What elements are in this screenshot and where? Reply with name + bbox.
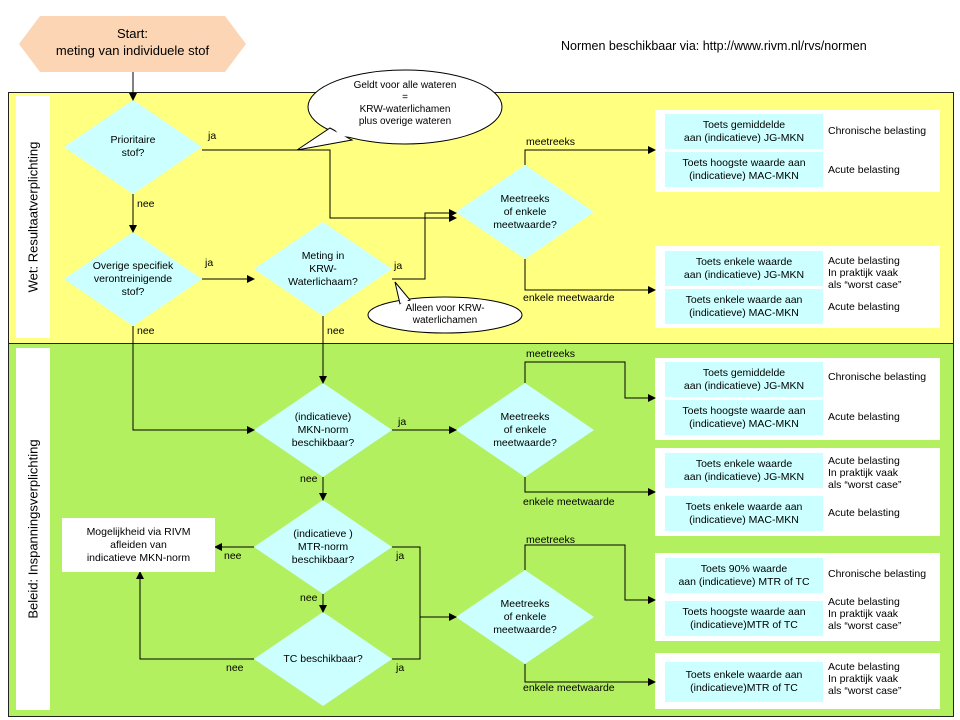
label-m2-enkele: enkele meetwaarde bbox=[523, 496, 615, 508]
edge-m1-enkele bbox=[524, 259, 656, 294]
note-8: Acute belasting bbox=[828, 507, 900, 519]
callout-all-waters-text: Geldt voor alle wateren = KRW-waterlicha… bbox=[353, 80, 457, 127]
result-box-10: Toets hoogste waarde aan(indicatieve)MTR… bbox=[665, 601, 823, 636]
callout-krw-text: Alleen voor KRW- waterlichamen bbox=[405, 303, 485, 326]
decision-overige bbox=[64, 232, 202, 326]
start-line-2: meting van individuele stof bbox=[55, 43, 210, 58]
label-m1-meetreeks: meetreeks bbox=[526, 136, 576, 148]
note-1: Chronische belasting bbox=[828, 125, 927, 137]
decision-mtr-norm bbox=[254, 500, 392, 594]
note-4: Acute belasting bbox=[828, 301, 900, 313]
decision-meetreeks-1 bbox=[456, 165, 594, 259]
edge-m1-meetreeks bbox=[524, 146, 656, 165]
note-9: Chronische belasting bbox=[828, 568, 927, 580]
norms-source-text: Normen beschikbaar via: http://www.rivm.… bbox=[561, 39, 867, 53]
label-m2-meetreeks: meetreeks bbox=[526, 348, 576, 360]
label-meting-nee: nee bbox=[327, 325, 345, 337]
label-mtr-nee-down: nee bbox=[300, 592, 318, 604]
decision-mkn-norm bbox=[254, 383, 392, 477]
edge-overige-nee bbox=[132, 326, 255, 434]
label-mkn-nee: nee bbox=[300, 473, 318, 485]
edge-m3-meetreeks bbox=[524, 544, 656, 604]
label-mkn-ja: ja bbox=[398, 416, 407, 428]
edge-prio-ja bbox=[202, 149, 457, 222]
label-meting-ja: ja bbox=[394, 260, 403, 272]
decision-tc-text: TC beschikbaar? bbox=[283, 652, 363, 665]
note-5: Chronische belasting bbox=[828, 371, 927, 383]
edge-tc-nee bbox=[136, 571, 254, 660]
label-overige-ja: ja bbox=[205, 257, 214, 269]
edge-m3-enkele bbox=[524, 664, 656, 686]
result-box-8: Toets enkele waarde aan(indicatieve) MAC… bbox=[665, 496, 823, 531]
label-m3-meetreeks: meetreeks bbox=[526, 534, 576, 546]
label-prio-nee: nee bbox=[137, 198, 155, 210]
callout-krw-tail-cover bbox=[398, 300, 412, 306]
decision-meting-krw bbox=[254, 222, 392, 316]
decision-tc bbox=[254, 612, 392, 706]
result-box-11: Toets enkele waarde aan(indicatieve)MTR … bbox=[665, 662, 823, 702]
start-node: Start: meting van individuele stof bbox=[40, 25, 225, 59]
section-label-top: Wet: Resultaatverplichting bbox=[16, 96, 50, 338]
result-box-6: Toets hoogste waarde aan(indicatieve) MA… bbox=[665, 400, 823, 435]
edge-mtr-ja bbox=[392, 546, 457, 621]
start-line-1: Start: bbox=[116, 26, 149, 41]
section-label-bottom: Beleid: Inspanningsverplichting bbox=[16, 348, 50, 710]
note-6: Acute belasting bbox=[828, 411, 900, 423]
edge-m2-enkele bbox=[524, 477, 656, 496]
label-mtr-nee: nee bbox=[224, 550, 242, 562]
edge-m2-meetreeks bbox=[524, 361, 656, 402]
decision-prioritaire bbox=[64, 100, 202, 194]
label-m1-enkele: enkele meetwaarde bbox=[523, 292, 615, 304]
callout-all-waters bbox=[307, 69, 503, 145]
label-m3-enkele: enkele meetwaarde bbox=[523, 682, 615, 694]
result-box-4: Toets enkele waarde aan(indicatieve) MAC… bbox=[665, 289, 823, 324]
callout-all-waters-tail-cover bbox=[332, 126, 352, 137]
label-mtr-ja: ja bbox=[396, 550, 405, 562]
note-2: Acute belasting bbox=[828, 164, 900, 176]
result-box-2: Toets hoogste waarde aan(indicatieve) MA… bbox=[665, 152, 823, 187]
start-shape bbox=[19, 16, 246, 72]
edge-meting-ja bbox=[392, 209, 457, 280]
callout-krw bbox=[367, 296, 523, 334]
label-tc-nee: nee bbox=[226, 662, 244, 674]
label-tc-ja: ja bbox=[396, 662, 405, 674]
label-overige-nee: nee bbox=[137, 325, 155, 337]
label-prio-ja: ja bbox=[208, 130, 217, 142]
decision-meetreeks-3 bbox=[456, 570, 594, 664]
decision-meetreeks-2 bbox=[456, 383, 594, 477]
edge-tc-ja bbox=[392, 617, 421, 660]
